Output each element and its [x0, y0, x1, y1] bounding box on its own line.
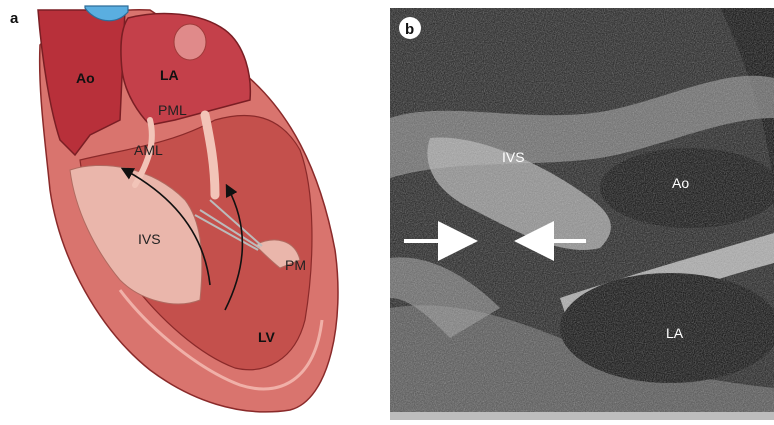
speckle-noise: [390, 8, 774, 420]
label-la: LA: [160, 67, 179, 83]
panel-a-schematic: a Ao: [0, 0, 380, 420]
echo-label-la: LA: [666, 325, 684, 341]
label-pml: PML: [158, 102, 187, 118]
panel-b-echocardiogram: b IVS Ao LA: [390, 8, 774, 420]
echo-label-ao: Ao: [672, 175, 689, 191]
heart-diagram: Ao LA PML AML IVS PM LV: [0, 0, 380, 420]
panel-b-letter: b: [405, 21, 414, 38]
bottom-strip: [390, 412, 774, 420]
label-pm: PM: [285, 257, 306, 273]
atrial-appendage: [174, 24, 206, 60]
echo-image: b IVS Ao LA: [390, 8, 774, 420]
echo-label-ivs: IVS: [502, 149, 525, 165]
panel-a-letter: a: [10, 10, 18, 27]
label-aml: AML: [134, 142, 163, 158]
label-ivs: IVS: [138, 231, 161, 247]
label-lv: LV: [258, 329, 276, 345]
label-ao: Ao: [76, 70, 95, 86]
